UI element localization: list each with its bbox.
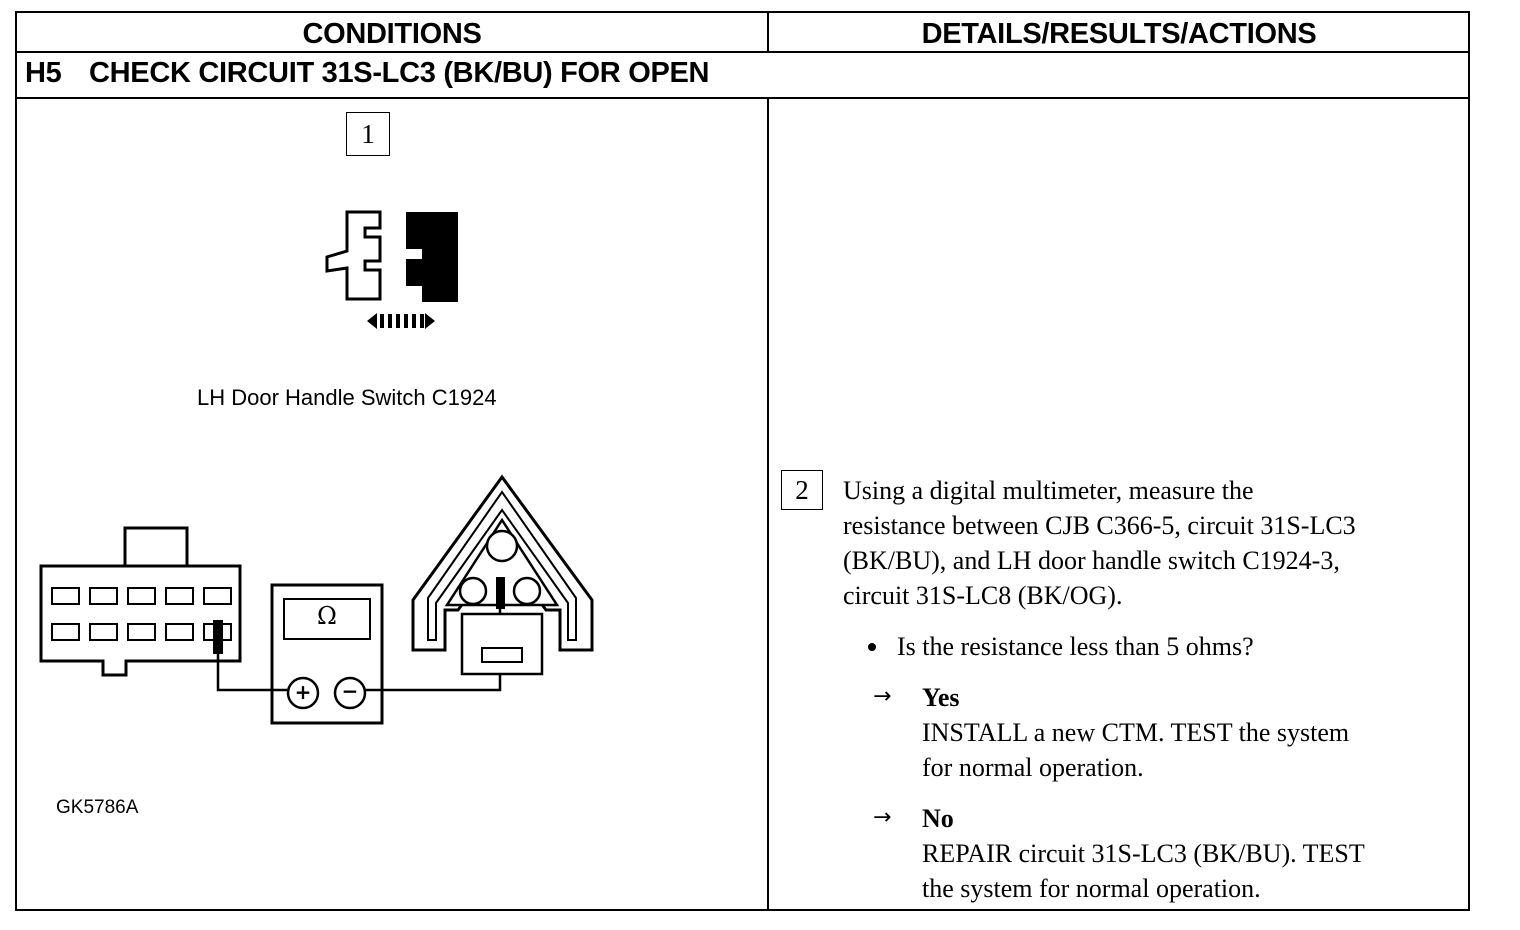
meter-minus-terminal: − — [341, 679, 359, 703]
step-2-instruction-line-4: circuit 31S-LC8 (BK/OG). — [843, 581, 1123, 610]
figure-caption: LH Door Handle Switch C1924 — [197, 385, 497, 410]
answer-no-action-line-1: REPAIR circuit 31S-LC3 (BK/BU). TEST — [922, 839, 1365, 868]
test-id: H5 — [25, 57, 62, 89]
meter-plus-terminal: + — [294, 680, 312, 704]
answer-no-action-line-2: the system for normal operation. — [922, 874, 1261, 903]
conditions-header: CONDITIONS — [302, 18, 482, 50]
answer-no-label: No — [922, 804, 954, 833]
connector-half-right — [406, 212, 458, 302]
connector-half-left — [325, 210, 382, 301]
header-divider — [15, 51, 1470, 53]
test-title-row: H5 CHECK CIRCUIT 31S-LC3 (BK/BU) FOR OPEN — [25, 54, 709, 94]
digital-multimeter — [270, 583, 384, 725]
step-2-number: 2 — [781, 470, 823, 510]
positive-test-lead — [216, 654, 288, 692]
door-handle-switch-connector-c1924 — [411, 474, 594, 676]
test-title: CHECK CIRCUIT 31S-LC3 (BK/BU) FOR OPEN — [89, 57, 710, 89]
cjb-connector-c366 — [39, 526, 242, 677]
step-2-instruction-line-3: (BK/BU), and LH door handle switch C1924… — [843, 546, 1340, 575]
no-arrow-icon: → — [873, 805, 892, 830]
step-2-instruction-line-1: Using a digital multimeter, measure the — [843, 476, 1254, 505]
header-column-divider — [767, 11, 769, 52]
connector-disconnect-illustration — [325, 210, 458, 329]
step-2-instruction-line-2: resistance between CJB C366-5, circuit 3… — [843, 511, 1356, 540]
arrow-right-head — [425, 313, 435, 329]
figure-id: GK5786A — [56, 797, 139, 818]
body-column-divider — [767, 97, 769, 911]
question-bullet — [868, 643, 876, 651]
arrow-left-head — [367, 313, 377, 329]
answer-yes-label: Yes — [922, 683, 960, 712]
multimeter-wiring-illustration — [39, 474, 594, 725]
title-divider — [15, 97, 1470, 99]
step-1-number: 1 — [346, 112, 390, 156]
step-2-question: Is the resistance less than 5 ohms? — [897, 632, 1254, 661]
procedure-table — [15, 11, 1470, 911]
yes-arrow-icon: → — [873, 684, 892, 709]
details-header: DETAILS/RESULTS/ACTIONS — [921, 18, 1317, 50]
ohm-symbol: Ω — [317, 602, 337, 630]
answer-yes-action-line-2: for normal operation. — [922, 753, 1144, 782]
answer-yes-action-line-1: INSTALL a new CTM. TEST the system — [922, 718, 1350, 747]
